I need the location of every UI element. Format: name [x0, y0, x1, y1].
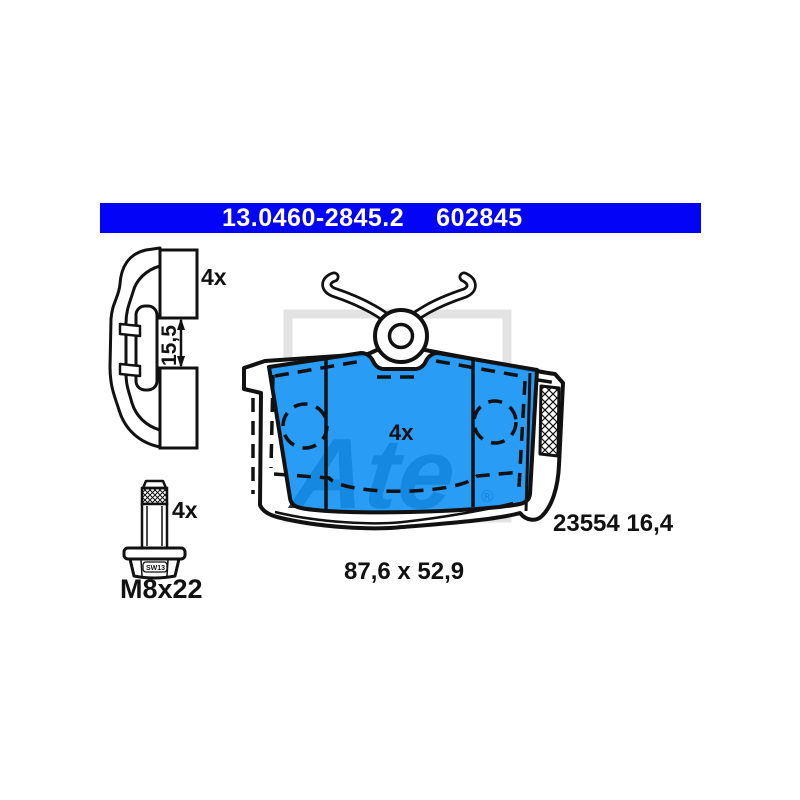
pad-boss-hole: [387, 322, 415, 350]
bolt-qty-label: 4x: [172, 497, 198, 523]
pad-sideview-friction: [538, 384, 561, 458]
pad-hidden-contours: [251, 359, 558, 494]
bolt-drawing: SW13 4x M8x22: [120, 479, 203, 604]
clip-qty-label: 4x: [201, 264, 227, 290]
clip-lower-block: [158, 366, 199, 450]
clip-height-dim: 15,5: [158, 325, 181, 366]
pad-friction-surface: [267, 351, 539, 515]
pad-wva-thickness-label: 23554 16,4: [553, 510, 674, 537]
clip-drawing: 15,5 4x: [108, 246, 227, 450]
clip-fold: [134, 304, 159, 392]
part-number: 13.0460-2845.2: [222, 203, 405, 232]
pad-bottom-inner-line: [274, 501, 514, 525]
clip-upper-block: [158, 248, 199, 320]
pad-qty-label: 4x: [389, 420, 414, 445]
clip-dim-arrow-down: [177, 356, 185, 368]
clip-dim-arrow-up: [177, 318, 185, 330]
bolt-thread: [140, 486, 169, 506]
secondary-number: 602845: [436, 203, 523, 232]
bolt-hex-facet: [140, 559, 143, 577]
clip-tab-lower: [118, 362, 142, 378]
bolt-flange: [122, 546, 187, 561]
bolt-wrench-label: SW13: [146, 565, 165, 572]
bolt-size-label: M8x22: [120, 574, 203, 604]
bolt-shaft: [140, 502, 169, 550]
pad-sideview-edge: [524, 372, 532, 512]
pad-dimensions-label: 87,6 x 52,9: [344, 558, 464, 585]
clip-tab-upper: [118, 322, 142, 338]
bolt-wrench-box: [142, 561, 168, 573]
header-bar: 13.0460-2845.2 602845: [100, 203, 701, 233]
brake-pad-drawing: Ate ® 4x 23554 16,4 87,6 x 52,9: [242, 271, 674, 585]
